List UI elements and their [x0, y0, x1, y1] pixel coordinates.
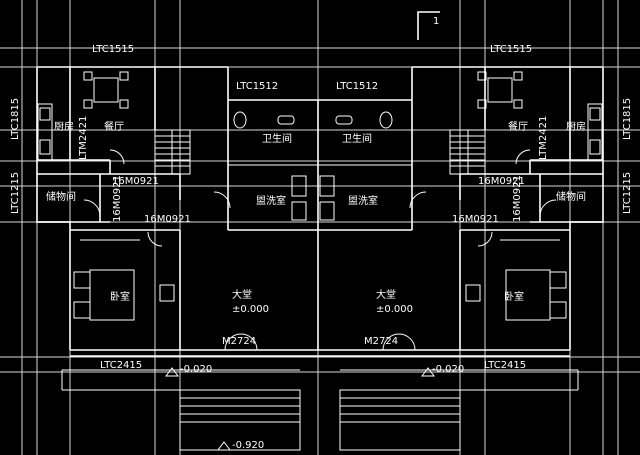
- bathroom-fixtures-right: [319, 111, 393, 221]
- door-tag-kitchen-left: 16M0921: [112, 176, 159, 187]
- door-tag-bedroom-right: 16M0921: [452, 214, 499, 225]
- elevation-markers: [165, 367, 435, 451]
- bathroom-fixtures-left: [233, 111, 307, 221]
- interior-walls-right: [318, 67, 603, 350]
- room-bedroom-right: 卧室: [504, 290, 524, 303]
- stair-left: [154, 129, 191, 175]
- kitchen-counter-right: [587, 103, 603, 161]
- entrance-steps-left: [179, 389, 301, 451]
- room-bedroom-left: 卧室: [110, 290, 130, 303]
- door-tag-hall-right: M2724: [364, 336, 398, 347]
- room-storage-right: 储物间: [556, 190, 586, 203]
- porch-elevation-left: -0.020: [180, 364, 212, 375]
- window-tag-dining-left: LTM2421: [78, 116, 89, 160]
- window-tag-kitchen-left: LTC1815: [10, 98, 21, 140]
- window-tag-kitchen-right: LTC1815: [622, 98, 633, 140]
- room-bath-right: 卫生间: [342, 132, 372, 145]
- room-storage-left: 储物间: [46, 190, 76, 203]
- room-hall-left: 大堂: [232, 288, 252, 301]
- step-elevation: -0.920: [232, 440, 264, 451]
- door-tag-kitchen-right: 16M0921: [478, 176, 525, 187]
- bed-right: [465, 239, 567, 321]
- kitchen-counter-left: [37, 103, 53, 161]
- labels-left: LTC1515 LTC1815 LTC1215 厨房 餐厅 LTM2421 16…: [10, 44, 292, 451]
- dining-table-right: [477, 71, 523, 109]
- room-hall-right: 大堂: [376, 288, 396, 301]
- room-kitchen-right: 厨房: [566, 120, 586, 133]
- room-dining-right: 餐厅: [508, 120, 528, 133]
- window-tag-front-right: LTC2415: [484, 360, 526, 371]
- window-tag-storage-right: LTC1215: [622, 172, 633, 214]
- interior-walls-left: [37, 67, 318, 350]
- section-mark-number: 1: [433, 16, 439, 27]
- window-tag-top-left: LTC1515: [92, 44, 134, 55]
- exterior-walls: [36, 66, 604, 391]
- hall-elevation-right: ±0.000: [376, 304, 413, 315]
- room-wash-left: 盥洗室: [256, 194, 286, 207]
- room-kitchen-left: 厨房: [54, 120, 74, 133]
- window-tag-front-left: LTC2415: [100, 360, 142, 371]
- stair-right: [449, 129, 486, 175]
- window-tag-bath-left: LTC1512: [236, 81, 278, 92]
- room-dining-left: 餐厅: [104, 120, 124, 133]
- section-mark: 1: [417, 11, 440, 40]
- dining-table-left: [83, 71, 129, 109]
- hall-elevation-left: ±0.000: [232, 304, 269, 315]
- bed-left: [73, 239, 175, 321]
- window-tag-top-right: LTC1515: [490, 44, 532, 55]
- room-bath-left: 卫生间: [262, 132, 292, 145]
- room-wash-right: 盥洗室: [348, 194, 378, 207]
- door-tag-storage-right: 16M0921: [512, 175, 523, 222]
- door-swings: [83, 149, 557, 351]
- door-tag-bedroom-left: 16M0921: [144, 214, 191, 225]
- door-tag-storage-left: 16M0921: [112, 175, 123, 222]
- window-tag-storage-left: LTC1215: [10, 172, 21, 214]
- window-tag-dining-right: LTM2421: [538, 116, 549, 160]
- door-tag-hall-left: M2724: [222, 336, 256, 347]
- window-tag-bath-right: LTC1512: [336, 81, 378, 92]
- porch-elevation-right: -0.020: [432, 364, 464, 375]
- labels-right: LTC1515 LTC1815 LTC1215 厨房 餐厅 LTM2421 16…: [336, 44, 633, 375]
- entrance-steps-right: [339, 389, 461, 451]
